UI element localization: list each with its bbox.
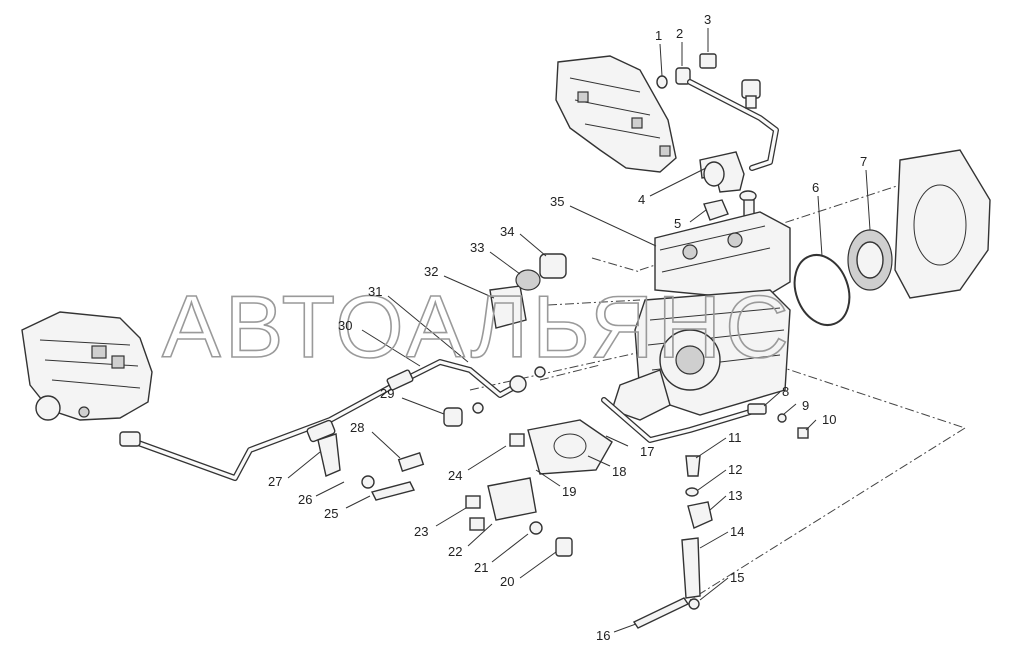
- part-label-13: 13: [728, 488, 742, 503]
- right-side-fasteners: [601, 397, 809, 629]
- part-label-7: 7: [860, 154, 867, 169]
- part-label-30: 30: [338, 318, 352, 333]
- part-label-22: 22: [448, 544, 462, 559]
- part-label-29: 29: [380, 386, 394, 401]
- gasket-gear-flange: [793, 149, 991, 326]
- watermark-text: АВТОАЛЬЯНС: [162, 277, 793, 376]
- part-label-9: 9: [802, 398, 809, 413]
- air-supply-pipe: [119, 359, 527, 481]
- part-label-3: 3: [704, 12, 711, 27]
- left-center-fasteners: [317, 253, 613, 557]
- part-label-5: 5: [674, 216, 681, 231]
- part-label-2: 2: [676, 26, 683, 41]
- part-label-14: 14: [730, 524, 744, 539]
- part-label-20: 20: [500, 574, 514, 589]
- part-label-16: 16: [596, 628, 610, 643]
- part-label-21: 21: [474, 560, 488, 575]
- part-label-12: 12: [728, 462, 742, 477]
- leader-lines: [287, 28, 871, 633]
- part-label-6: 6: [812, 180, 819, 195]
- elbow-fitting: [699, 151, 757, 221]
- part-label-18: 18: [612, 464, 626, 479]
- part-label-24: 24: [448, 468, 462, 483]
- part-label-26: 26: [298, 492, 312, 507]
- part-label-32: 32: [424, 264, 438, 279]
- part-label-4: 4: [638, 192, 645, 207]
- part-label-34: 34: [500, 224, 514, 239]
- part-label-25: 25: [324, 506, 338, 521]
- part-label-33: 33: [470, 240, 484, 255]
- part-label-8: 8: [782, 384, 789, 399]
- left-gearbox-housing: [21, 311, 153, 421]
- part-label-27: 27: [268, 474, 282, 489]
- part-label-23: 23: [414, 524, 428, 539]
- part-label-10: 10: [822, 412, 836, 427]
- part-label-15: 15: [730, 570, 744, 585]
- part-label-31: 31: [368, 284, 382, 299]
- upper-bracket-plate: [555, 55, 677, 173]
- part-label-28: 28: [350, 420, 364, 435]
- part-label-19: 19: [562, 484, 576, 499]
- part-labels: 1 2 3 4 5 6 7 8 9 10 11 12 13 14 15 16 1…: [268, 12, 867, 643]
- part-label-35: 35: [550, 194, 564, 209]
- top-fittings: [656, 53, 779, 171]
- part-label-11: 11: [728, 430, 742, 445]
- part-label-1: 1: [655, 28, 662, 43]
- compressor-body: [611, 211, 791, 421]
- part-label-17: 17: [640, 444, 654, 459]
